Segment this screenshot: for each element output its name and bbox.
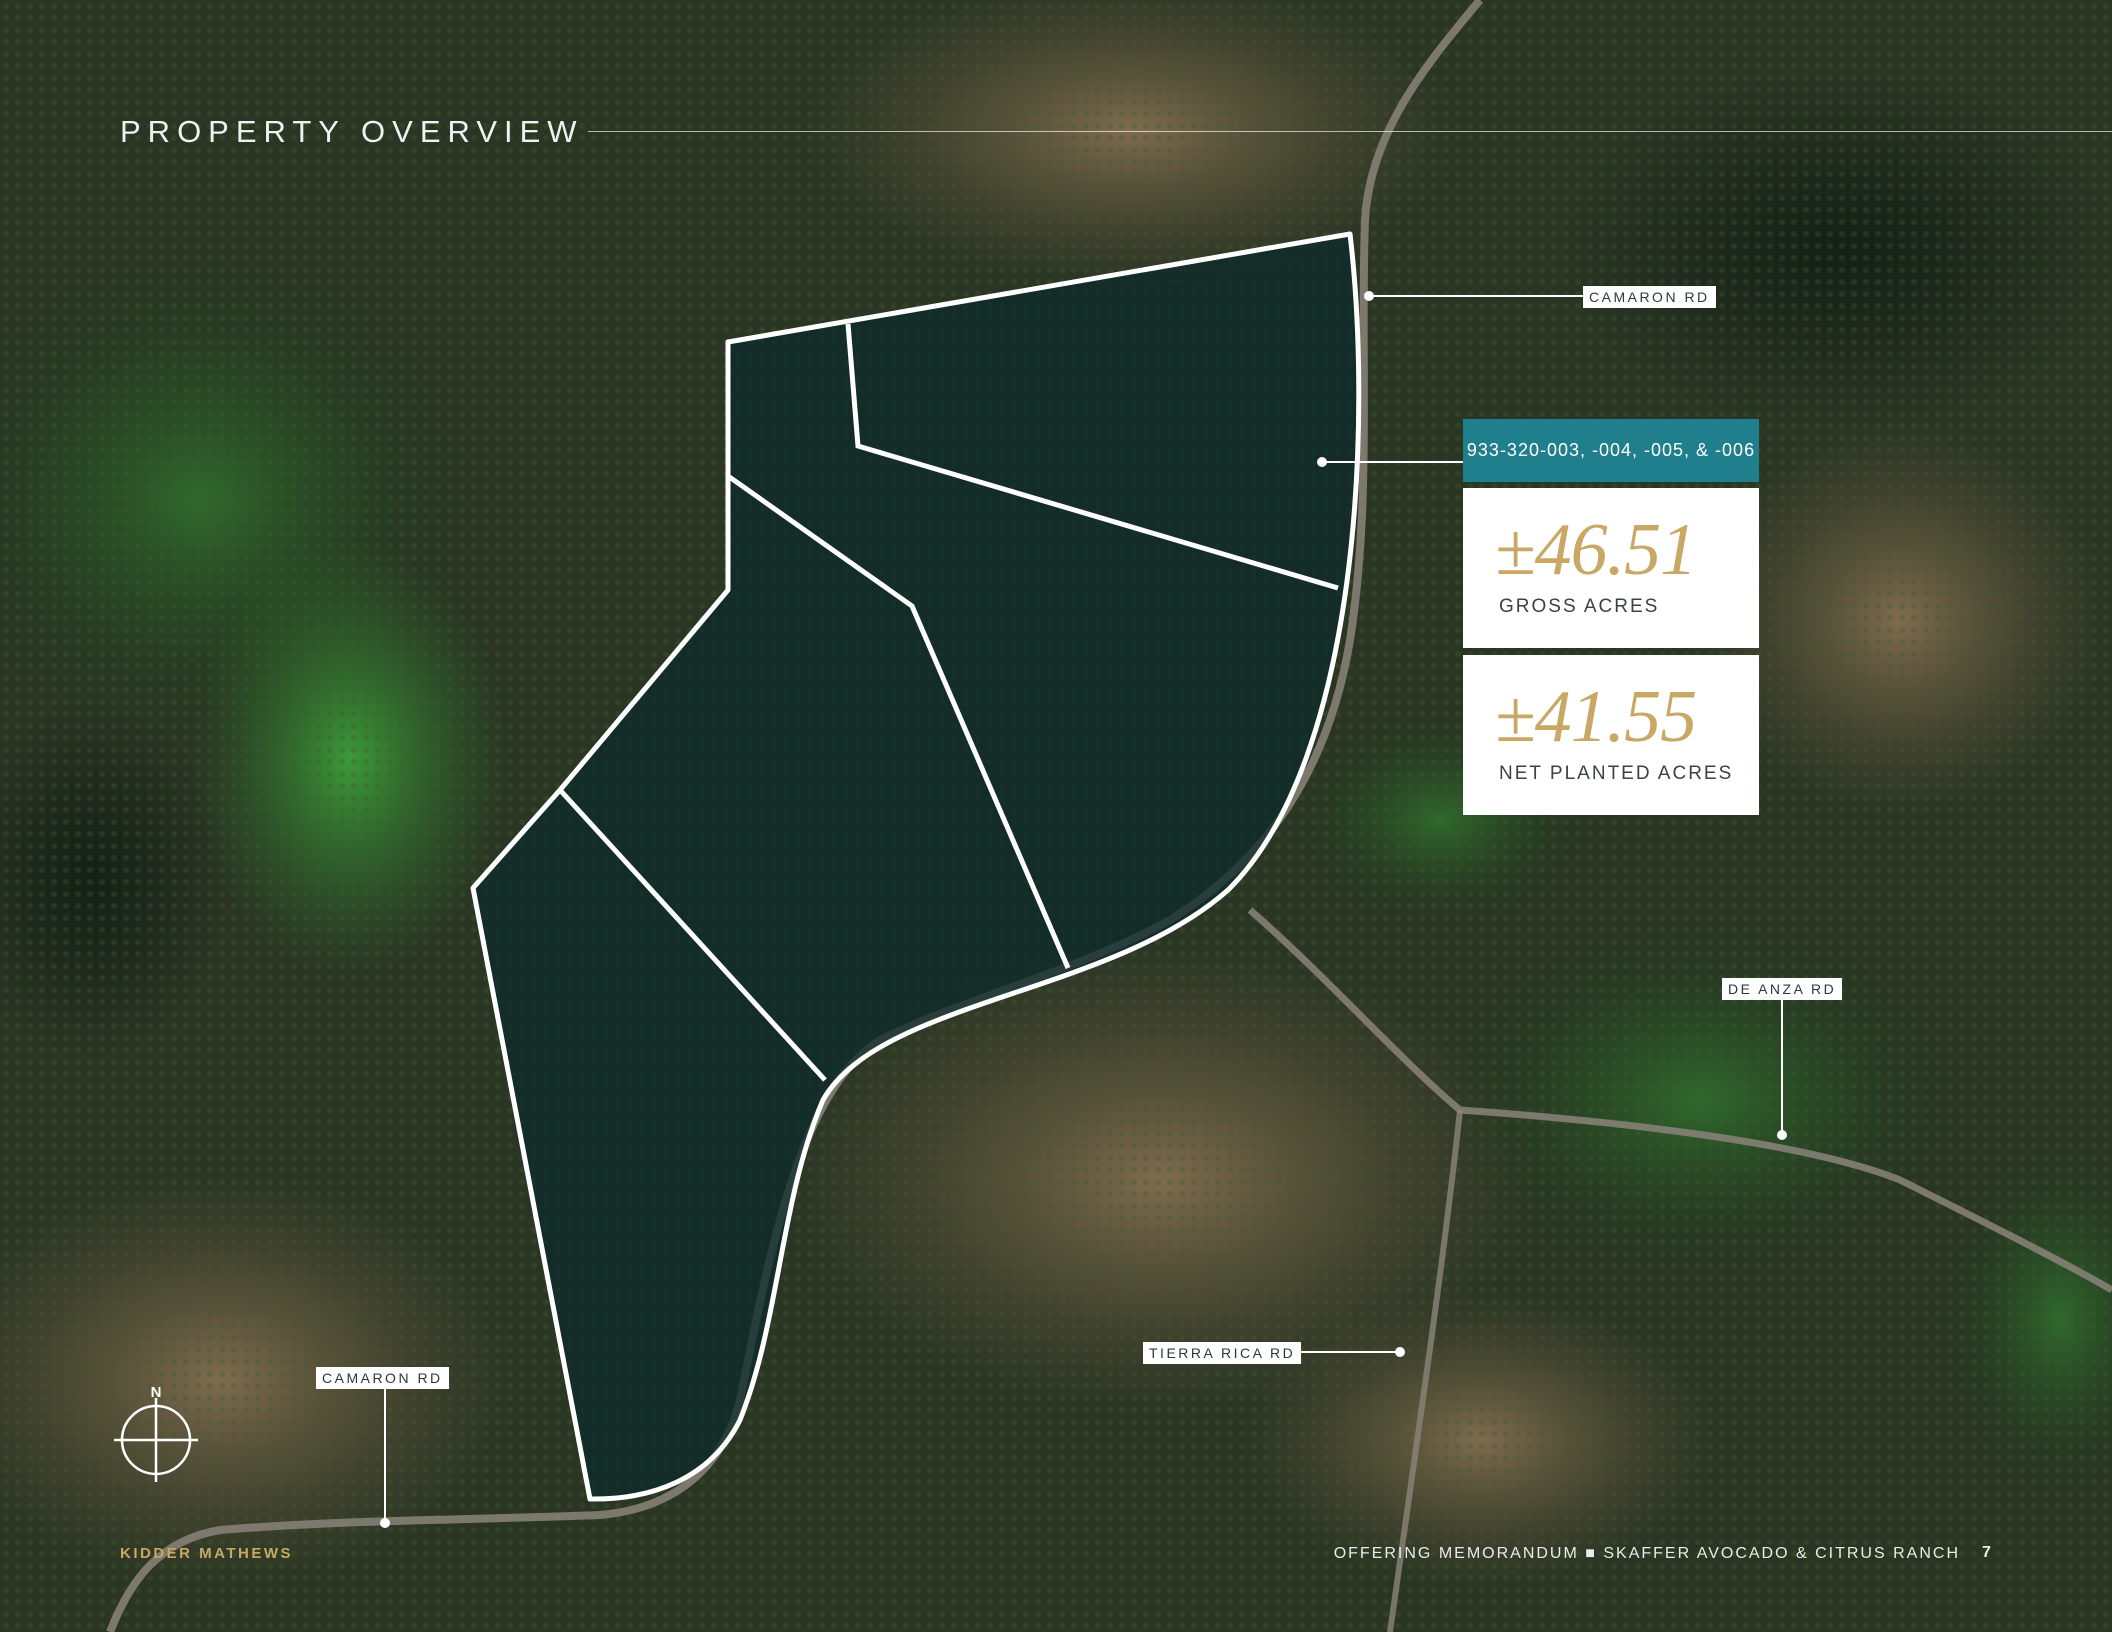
leader-tierra-rica [1298,1347,1405,1357]
leader-camaron-south [380,1389,390,1528]
gross-acres-value: ±46.51 [1495,509,1697,591]
net-acres-label: NET PLANTED ACRES [1499,763,1734,784]
parcel-divider [845,323,1339,591]
road-label-camaron-south: CAMARON RD [316,1367,449,1389]
page-title: PROPERTY OVERVIEW [120,114,584,149]
footer-brand: KIDDER MATHEWS [120,1545,294,1562]
parcel-number-label: 933-320-003, -004, -005, & -006 [1463,419,1759,482]
compass-icon: N [114,1384,198,1482]
leader-de-anza [1777,1000,1787,1140]
gross-acres-label: GROSS ACRES [1499,596,1660,617]
parcel-boundary[interactable] [470,231,1362,1502]
leader-parcel [1317,457,1463,467]
net-acres-value: ±41.55 [1495,676,1697,758]
net-acres-card: ±41.55 NET PLANTED ACRES [1463,655,1759,815]
compass-north-label: N [151,1384,162,1401]
leader-camaron-north [1364,291,1590,301]
road-label-tierra-rica: TIERRA RICA RD [1143,1342,1302,1364]
gross-acres-card: ±46.51 GROSS ACRES [1463,488,1759,648]
road-de-anza [1247,907,2112,1294]
parcel-number-text: 933-320-003, -004, -005, & -006 [1466,440,1756,460]
road-tierra-rica [1387,1109,1463,1632]
title-rule [588,131,2112,132]
footer-document-title: OFFERING MEMORANDUM ■ SKAFFER AVOCADO & … [1333,1545,1960,1562]
page-number: 7 [1982,1544,1991,1561]
parcel-divider [558,788,827,1082]
parcel-divider [726,473,1071,969]
road-label-camaron-north: CAMARON RD [1583,286,1716,308]
road-label-de-anza: DE ANZA RD [1722,978,1843,1000]
